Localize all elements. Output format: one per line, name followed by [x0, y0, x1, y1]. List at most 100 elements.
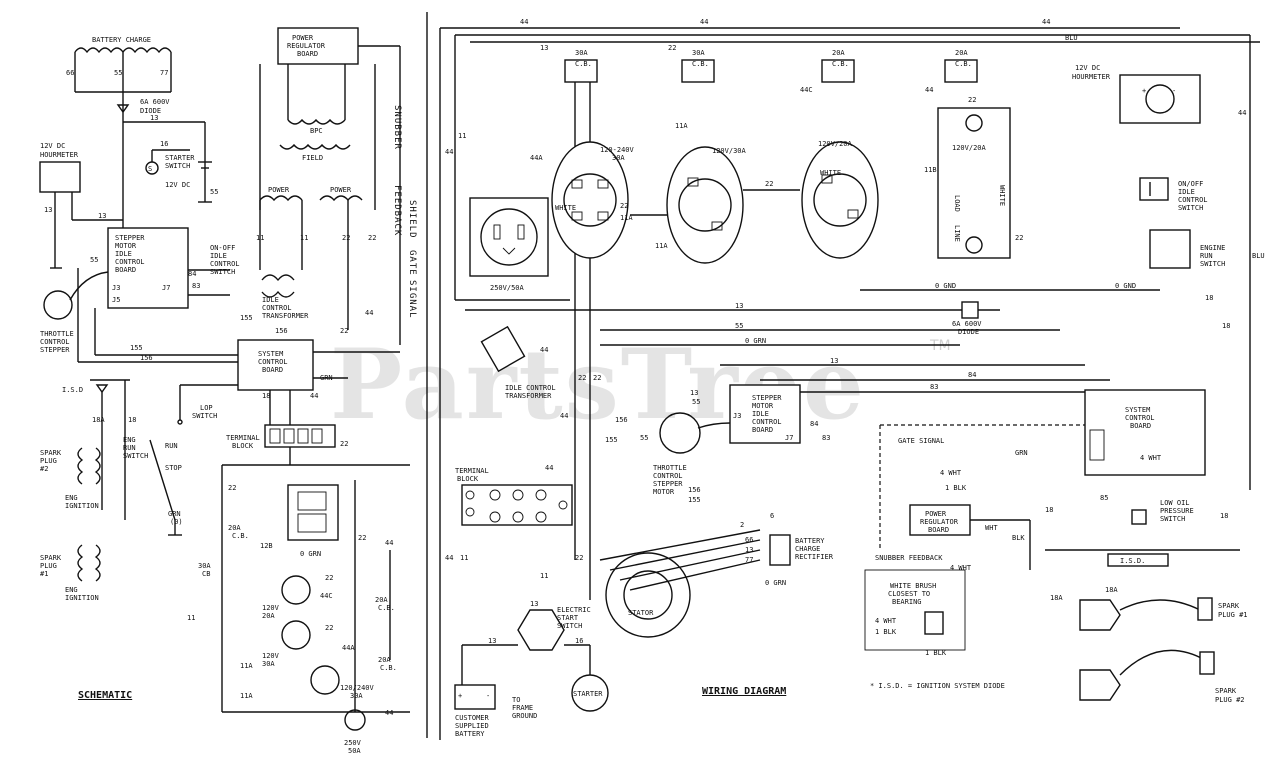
- svg-text:BLU: BLU: [1065, 34, 1078, 42]
- label-12v-dc: 12V DC: [165, 181, 190, 189]
- svg-text:C.B.: C.B.: [832, 60, 849, 68]
- ignition-module-1: [1079, 599, 1121, 631]
- svg-text:C.B.: C.B.: [378, 604, 395, 612]
- svg-text:16: 16: [160, 140, 168, 148]
- svg-text:J5: J5: [112, 296, 120, 304]
- svg-text:BLU: BLU: [1252, 252, 1265, 260]
- svg-text:22: 22: [578, 374, 586, 382]
- starter-switch-line-2: SWITCH: [165, 162, 190, 170]
- svg-text:22: 22: [325, 574, 333, 582]
- svg-text:* I.S.D. = IGNITION SYSTEM DIO: * I.S.D. = IGNITION SYSTEM DIODE: [870, 682, 1005, 690]
- svg-text:22: 22: [765, 180, 773, 188]
- watermark-tm: TM: [929, 338, 951, 354]
- ground-and-diode: 0 GND 0 GND 13 6A 600V DIODE 55 0 GRN 13…: [465, 282, 1160, 393]
- svg-text:12V DC: 12V DC: [1075, 64, 1100, 72]
- svg-text:120-240V: 120-240V: [600, 146, 635, 154]
- svg-text:ELECTRIC: ELECTRIC: [557, 606, 591, 614]
- svg-text:22: 22: [968, 96, 976, 104]
- svg-text:J7: J7: [785, 434, 793, 442]
- svg-text:GATE SIGNAL: GATE SIGNAL: [898, 437, 944, 445]
- svg-text:MOTOR: MOTOR: [653, 488, 675, 496]
- svg-text:-: -: [486, 692, 490, 700]
- svg-text:SNUBBER: SNUBBER: [392, 105, 402, 150]
- svg-text:22: 22: [668, 44, 676, 52]
- svg-text:C.B.: C.B.: [380, 664, 397, 672]
- svg-text:120V: 120V: [262, 604, 280, 612]
- svg-text:13: 13: [830, 357, 838, 365]
- label-66: 66: [66, 69, 74, 77]
- svg-text:44A: 44A: [342, 644, 355, 652]
- svg-text:44A: 44A: [530, 154, 543, 162]
- svg-text:120V: 120V: [262, 652, 280, 660]
- svg-text:BOARD: BOARD: [262, 366, 283, 374]
- svg-text:44: 44: [1238, 109, 1246, 117]
- svg-text:22: 22: [620, 202, 628, 210]
- svg-text:SPARK: SPARK: [1215, 687, 1237, 695]
- svg-text:CONTROL: CONTROL: [40, 338, 70, 346]
- svg-text:156: 156: [140, 354, 153, 362]
- wiring-ignition: I.S.D. 18A 18A SPARK PLUG #1 SPARK PLUG …: [870, 549, 1248, 704]
- svg-text:BPC: BPC: [310, 127, 323, 135]
- svg-text:13: 13: [150, 114, 158, 122]
- wiring-stator: STATOR 2 6 66 13 77 BATTERY CHARGE RECTI…: [540, 512, 834, 638]
- wiring-system-control-board: SYSTEM CONTROL BOARD 4 WHT GATE SIGNAL G…: [879, 389, 1206, 550]
- svg-text:TERMINAL: TERMINAL: [226, 434, 260, 442]
- svg-text:GRN: GRN: [1015, 449, 1028, 457]
- svg-text:+: +: [1142, 87, 1146, 95]
- svg-text:RUN: RUN: [123, 444, 136, 452]
- ignition-module-2: [1079, 669, 1121, 701]
- svg-text:30A: 30A: [575, 49, 588, 57]
- svg-text:44: 44: [700, 18, 708, 26]
- schematic-power-regulator: POWER REGULATOR BOARD BPC FIELD SNUBBER …: [259, 27, 417, 345]
- svg-text:TRANSFORMER: TRANSFORMER: [262, 312, 309, 320]
- svg-text:11A: 11A: [655, 242, 668, 250]
- svg-text:44: 44: [560, 412, 568, 420]
- svg-text:DIODE: DIODE: [958, 328, 979, 336]
- svg-text:44C: 44C: [800, 86, 813, 94]
- svg-text:SWITCH: SWITCH: [192, 412, 217, 420]
- schematic-breakers-receptacles: 30A CB 11 22 0 GRN 20A C.B. 12B 22 44 12…: [187, 465, 410, 755]
- svg-text:J7: J7: [162, 284, 170, 292]
- svg-text:I.S.D: I.S.D: [62, 386, 83, 394]
- svg-text:STOP: STOP: [165, 464, 182, 472]
- circuit-breakers: 30A C.B. 30A C.B. 20A C.B. 20A C.B. 13 2…: [540, 44, 978, 94]
- schematic-terminal-block: TERMINAL BLOCK 22: [222, 424, 410, 466]
- wiring-power-regulator: POWER REGULATOR BOARD 4 WHT 1 BLK SNUBBE…: [875, 469, 1031, 572]
- svg-text:155: 155: [605, 436, 618, 444]
- svg-text:16: 16: [575, 637, 583, 645]
- svg-text:0 GND: 0 GND: [935, 282, 956, 290]
- svg-text:BLK: BLK: [1012, 534, 1025, 542]
- svg-text:30A: 30A: [262, 660, 275, 668]
- svg-text:CONTROL: CONTROL: [210, 260, 240, 268]
- svg-text:PLUG: PLUG: [40, 457, 57, 465]
- top-buses: 44 44 44 BLU 44 BLU: [440, 18, 1265, 490]
- svg-text:C.B.: C.B.: [232, 532, 249, 540]
- svg-text:13: 13: [735, 302, 743, 310]
- svg-text:BLOCK: BLOCK: [232, 442, 254, 450]
- svg-text:CONTROL: CONTROL: [115, 258, 145, 266]
- svg-text:FIELD: FIELD: [302, 154, 323, 162]
- svg-text:13: 13: [488, 637, 496, 645]
- svg-text:WHT: WHT: [985, 524, 998, 532]
- svg-text:4 WHT: 4 WHT: [1140, 454, 1162, 462]
- svg-text:250V/50A: 250V/50A: [490, 284, 525, 292]
- svg-text:44: 44: [925, 86, 933, 94]
- svg-text:20A: 20A: [832, 49, 845, 57]
- svg-text:156: 156: [688, 486, 701, 494]
- svg-text:#2: #2: [40, 465, 48, 473]
- svg-text:SPARK: SPARK: [40, 449, 62, 457]
- svg-text:#1: #1: [40, 570, 48, 578]
- svg-text:20A: 20A: [228, 524, 241, 532]
- svg-text:IDLE: IDLE: [210, 252, 227, 260]
- svg-text:18: 18: [128, 416, 136, 424]
- diode-line-1: 6A 600V: [140, 98, 170, 106]
- svg-text:SYSTEM: SYSTEM: [1125, 406, 1150, 414]
- svg-text:IDLE CONTROL: IDLE CONTROL: [505, 384, 556, 392]
- svg-text:THROTTLE: THROTTLE: [40, 330, 74, 338]
- svg-text:STATOR: STATOR: [628, 609, 654, 617]
- wiring-hourmeter: 12V DC HOURMETER + -: [1072, 64, 1201, 124]
- svg-text:11A: 11A: [675, 122, 688, 130]
- svg-text:+: +: [458, 692, 462, 700]
- svg-text:44: 44: [445, 554, 453, 562]
